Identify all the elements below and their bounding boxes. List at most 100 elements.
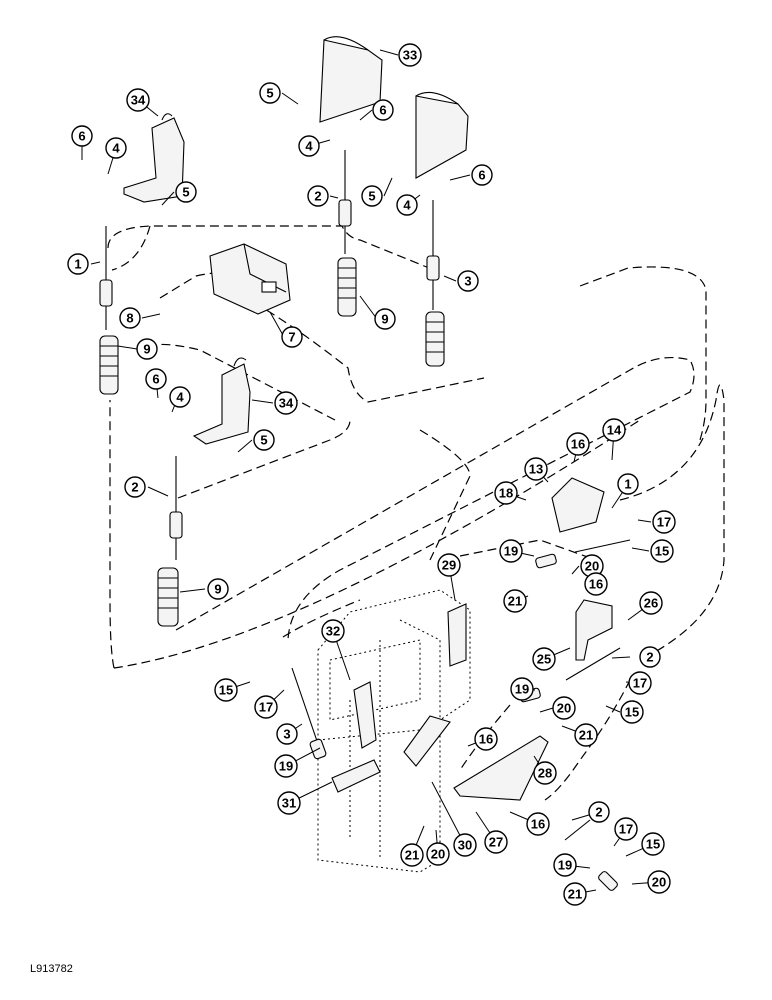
callout-15: 15 bbox=[214, 678, 238, 702]
callout-circle bbox=[67, 253, 89, 275]
callout-circle bbox=[474, 727, 498, 751]
callout-9: 9 bbox=[374, 308, 396, 330]
callout-circle bbox=[321, 619, 345, 643]
callout-number: 30 bbox=[458, 838, 472, 853]
callout-number: 7 bbox=[288, 330, 295, 345]
callout-34: 34 bbox=[126, 88, 150, 112]
callout-4: 4 bbox=[298, 135, 320, 157]
callout-circle bbox=[136, 338, 158, 360]
callout-19: 19 bbox=[499, 539, 523, 563]
callout-circle bbox=[259, 82, 281, 104]
spring-boot-9-left bbox=[99, 335, 119, 395]
callout-number: 21 bbox=[568, 887, 582, 902]
callout-circle bbox=[374, 308, 396, 330]
callout-19: 19 bbox=[510, 677, 534, 701]
callout-number: 17 bbox=[619, 822, 633, 837]
callout-number: 6 bbox=[379, 103, 386, 118]
callout-circle bbox=[396, 194, 418, 216]
callout-circle bbox=[628, 671, 652, 695]
callout-number: 21 bbox=[405, 848, 419, 863]
callout-21: 21 bbox=[400, 843, 424, 867]
callout-circle bbox=[574, 723, 598, 747]
callout-number: 21 bbox=[508, 594, 522, 609]
callout-circle bbox=[400, 843, 424, 867]
callout-number: 4 bbox=[305, 139, 313, 154]
callout-circle bbox=[274, 754, 298, 778]
callout-21: 21 bbox=[563, 882, 587, 906]
callout-number: 20 bbox=[431, 847, 445, 862]
callout-29: 29 bbox=[437, 553, 461, 577]
callout-circle bbox=[584, 572, 608, 596]
bracket-33-left bbox=[319, 36, 383, 123]
callout-number: 34 bbox=[131, 93, 146, 108]
callout-number: 27 bbox=[489, 835, 503, 850]
callout-circle bbox=[552, 696, 576, 720]
callout-circle bbox=[484, 830, 508, 854]
callout-17: 17 bbox=[628, 671, 652, 695]
callout-circle bbox=[276, 723, 298, 745]
callout-20: 20 bbox=[552, 696, 576, 720]
callout-circle bbox=[524, 457, 548, 481]
callout-15: 15 bbox=[641, 832, 665, 856]
callout-13: 13 bbox=[524, 457, 548, 481]
callout-number: 5 bbox=[182, 185, 189, 200]
callout-34: 34 bbox=[274, 391, 298, 415]
callout-number: 9 bbox=[214, 582, 221, 597]
callout-16: 16 bbox=[566, 432, 590, 456]
callout-circle bbox=[426, 842, 450, 866]
callout-circle bbox=[119, 307, 141, 329]
callout-6: 6 bbox=[71, 125, 93, 147]
callout-9: 9 bbox=[136, 338, 158, 360]
callout-2: 2 bbox=[588, 801, 610, 823]
callout-number: 26 bbox=[644, 596, 658, 611]
callout-number: 31 bbox=[282, 796, 296, 811]
callout-number: 19 bbox=[504, 544, 518, 559]
bracket-33-right bbox=[415, 91, 469, 179]
callout-circle bbox=[253, 429, 275, 451]
callout-circle bbox=[650, 539, 674, 563]
callout-number: 16 bbox=[571, 437, 585, 452]
callout-circle bbox=[614, 817, 638, 841]
callout-circle bbox=[602, 418, 626, 442]
callout-6: 6 bbox=[372, 99, 394, 121]
callout-3: 3 bbox=[457, 270, 479, 292]
callout-circle bbox=[533, 761, 557, 785]
callout-number: 25 bbox=[537, 652, 551, 667]
box-bracket-7 bbox=[209, 243, 291, 315]
callout-number: 4 bbox=[112, 141, 120, 156]
callout-circle bbox=[281, 326, 303, 348]
callout-3: 3 bbox=[276, 723, 298, 745]
callout-5: 5 bbox=[253, 429, 275, 451]
callout-5: 5 bbox=[259, 82, 281, 104]
spring-boot-9-lower bbox=[157, 567, 179, 627]
callout-number: 28 bbox=[538, 766, 552, 781]
callout-17: 17 bbox=[652, 510, 676, 534]
callout-circle bbox=[532, 647, 556, 671]
callout-14: 14 bbox=[602, 418, 626, 442]
callout-33: 33 bbox=[398, 43, 422, 67]
callout-circle bbox=[277, 791, 301, 815]
callout-circle bbox=[361, 185, 383, 207]
callout-number: 16 bbox=[479, 732, 493, 747]
callout-number: 15 bbox=[646, 837, 660, 852]
bracket-34-lower bbox=[192, 357, 251, 445]
callout-2: 2 bbox=[124, 476, 146, 498]
callout-circle bbox=[274, 391, 298, 415]
callout-20: 20 bbox=[580, 554, 604, 578]
callout-6: 6 bbox=[145, 368, 167, 390]
callout-5: 5 bbox=[175, 181, 197, 203]
callout-number: 16 bbox=[589, 577, 603, 592]
callout-number: 3 bbox=[283, 727, 290, 742]
callout-number: 2 bbox=[314, 189, 321, 204]
callout-circle bbox=[471, 164, 493, 186]
callout-20: 20 bbox=[647, 870, 671, 894]
callout-number: 17 bbox=[657, 515, 671, 530]
callout-31: 31 bbox=[277, 791, 301, 815]
callout-30: 30 bbox=[453, 833, 477, 857]
plate-13 bbox=[551, 477, 605, 533]
bracket-34-upper bbox=[123, 113, 185, 203]
callout-16: 16 bbox=[584, 572, 608, 596]
callout-6: 6 bbox=[471, 164, 493, 186]
callout-15: 15 bbox=[650, 539, 674, 563]
callout-circle bbox=[639, 646, 661, 668]
